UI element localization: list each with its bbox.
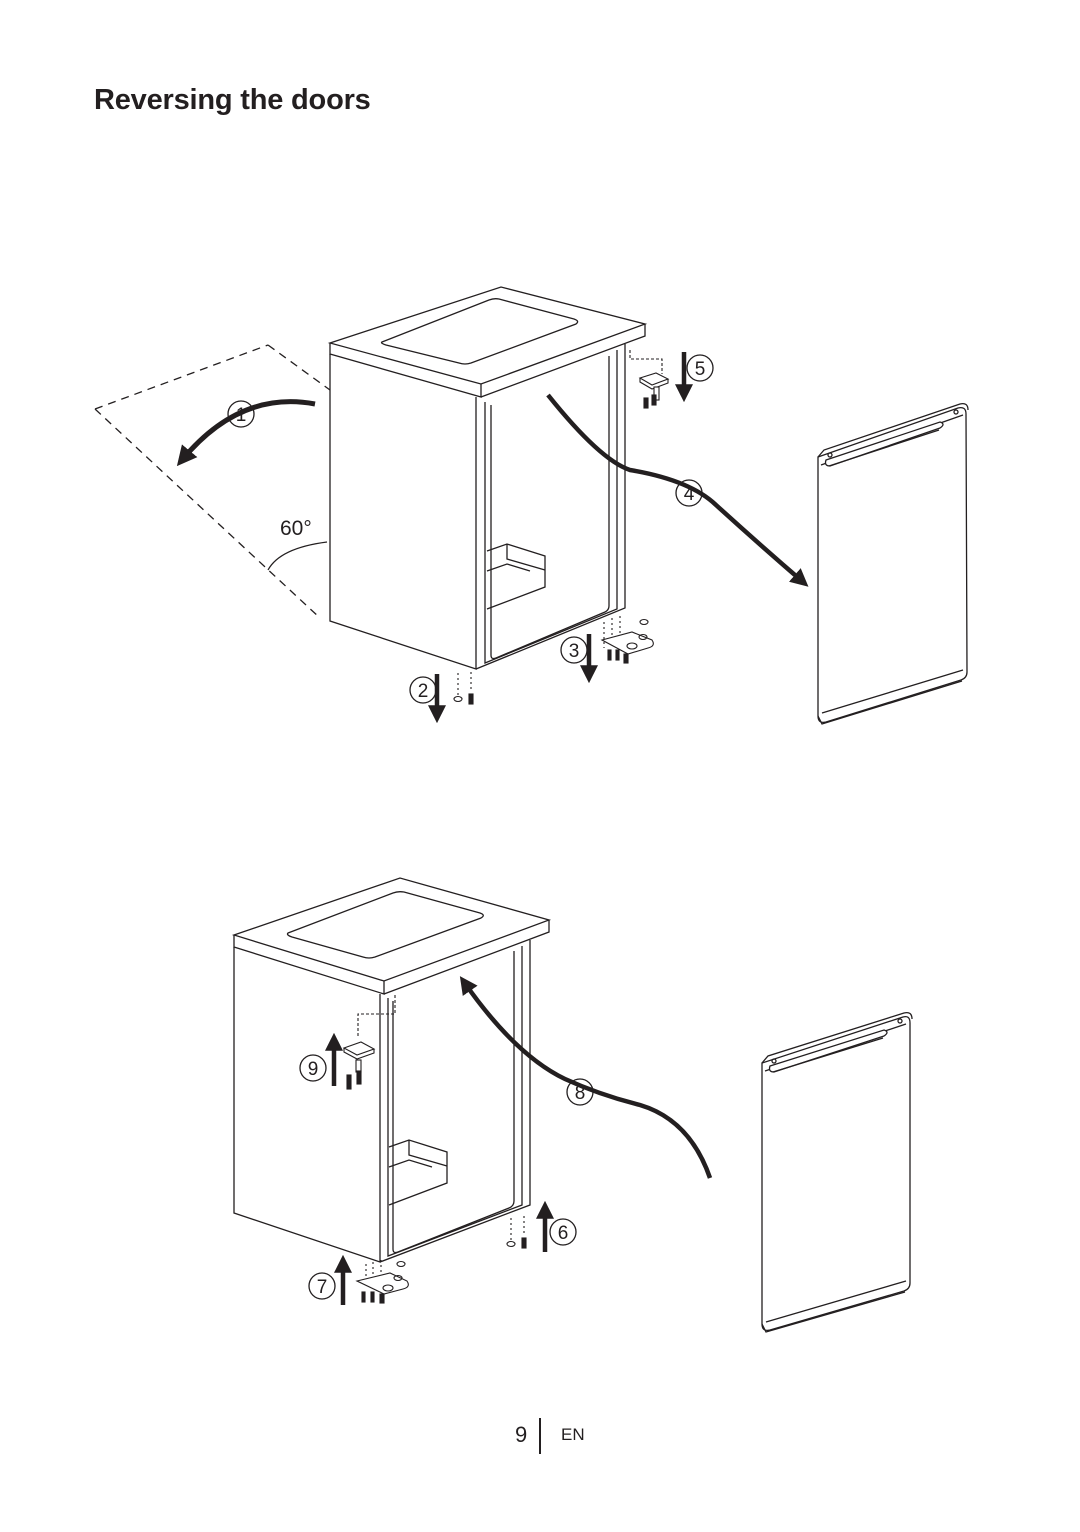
door-handle-refit — [768, 1029, 888, 1073]
door-removed — [817, 402, 969, 725]
step-1-label: 1 — [236, 405, 247, 426]
foot-screws — [453, 672, 474, 705]
step-4-label: 4 — [684, 484, 695, 505]
foot-screws-bottom — [506, 1216, 527, 1249]
step-7-label: 7 — [317, 1277, 328, 1298]
cabinet — [327, 286, 648, 670]
door-refit — [761, 1011, 913, 1333]
arrow-step-8 — [459, 976, 713, 1179]
top-diagram — [94, 286, 969, 725]
top-hinge-parts-bottom — [342, 995, 396, 1090]
cabinet-bottom — [231, 877, 552, 1263]
bottom-hinge-parts — [600, 616, 654, 664]
arrow-step-1 — [176, 399, 316, 467]
language-code: EN — [561, 1425, 585, 1444]
step-2-label: 2 — [418, 681, 429, 702]
page-title: Reversing the doors — [94, 84, 371, 116]
bottom-hinge-parts-bottom — [355, 1260, 409, 1304]
worktop-recess — [380, 298, 579, 365]
arrow-step-4 — [546, 393, 809, 587]
page-footer: 9 EN — [0, 1418, 1080, 1458]
step-5-label: 5 — [695, 359, 706, 380]
angle-label: 60° — [280, 517, 312, 540]
step-9-label: 9 — [308, 1059, 319, 1080]
step-3-label: 3 — [569, 641, 580, 662]
footer-divider — [539, 1418, 541, 1454]
worktop-recess-bottom — [286, 891, 484, 959]
angle-arc — [267, 541, 328, 571]
page-number: 9 — [515, 1422, 528, 1447]
door-handle — [824, 421, 944, 467]
bottom-diagram — [231, 877, 913, 1333]
step-8-label: 8 — [575, 1083, 586, 1104]
top-hinge-parts — [629, 350, 670, 409]
open-door-outline — [94, 344, 331, 619]
step-6-label: 6 — [558, 1223, 569, 1244]
